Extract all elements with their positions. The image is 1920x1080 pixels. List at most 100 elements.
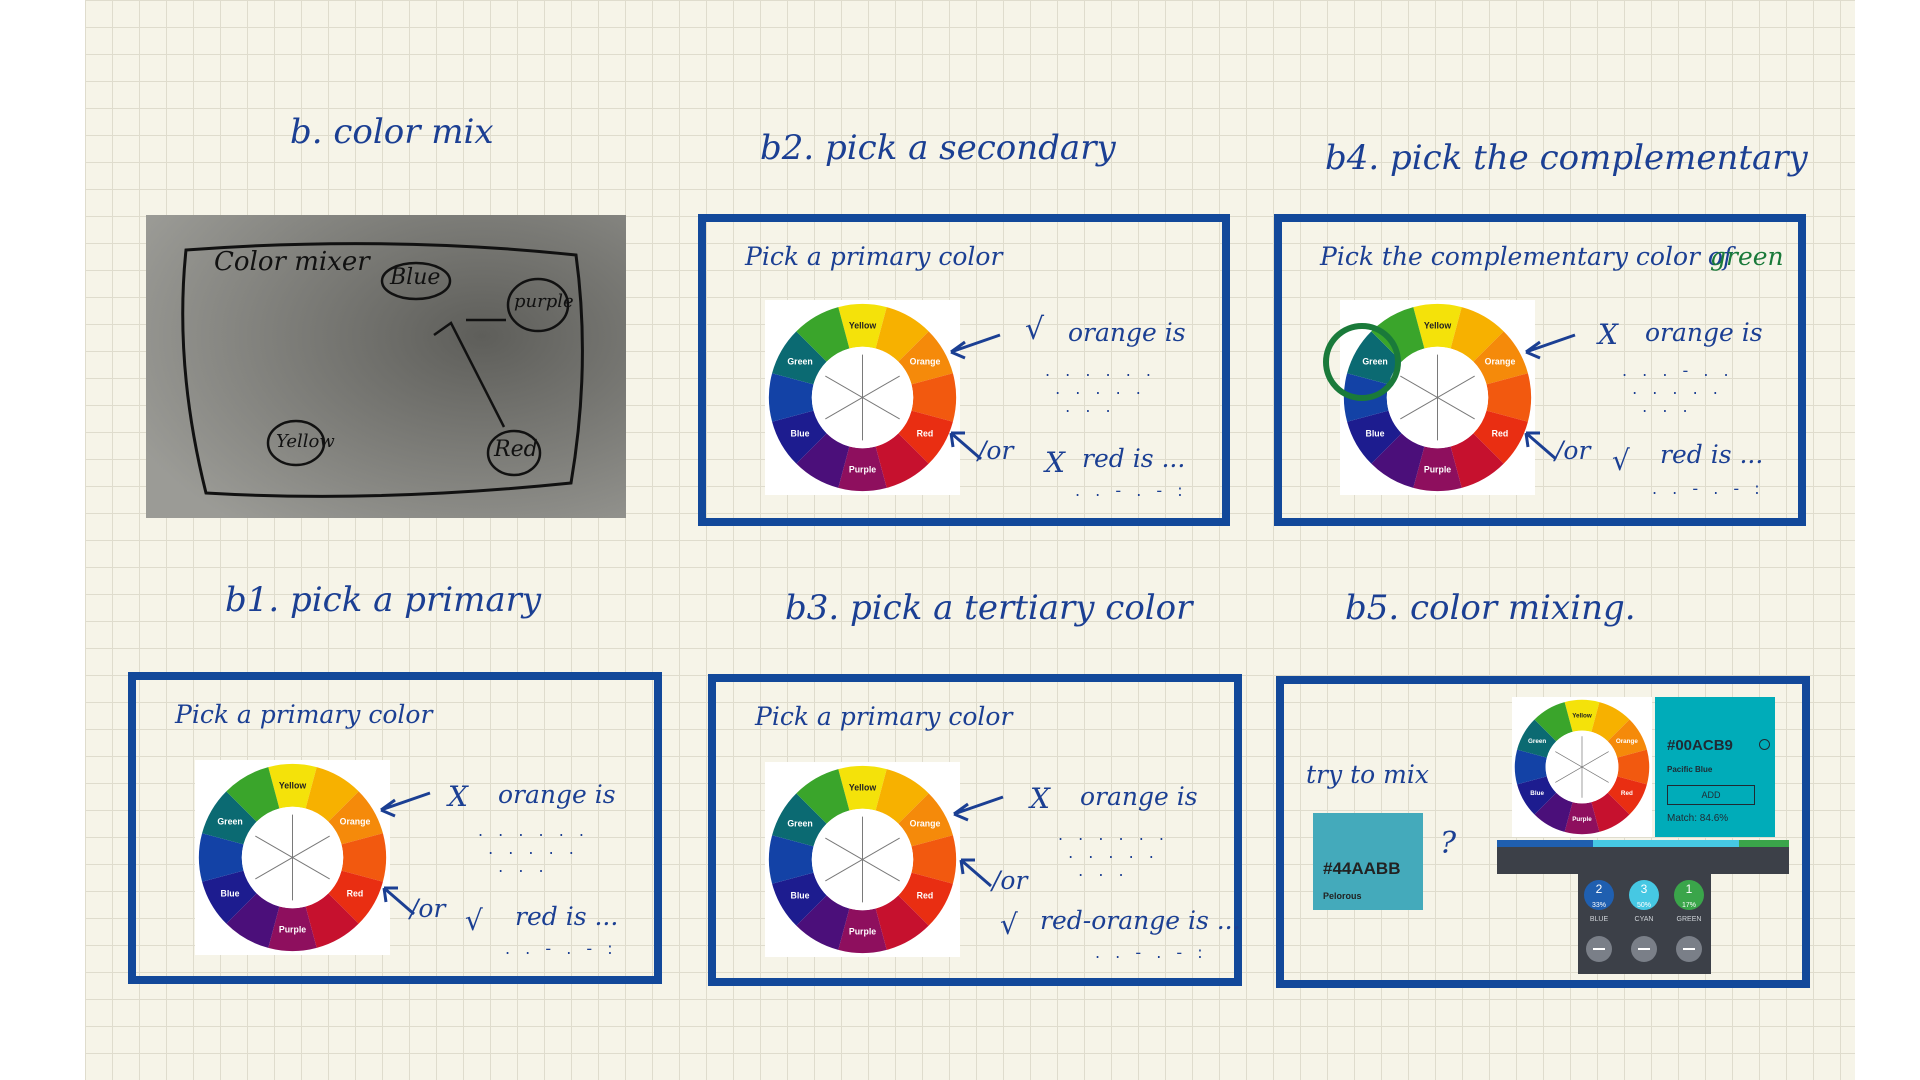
info-icon[interactable] <box>1759 739 1770 750</box>
wheel-label: Red <box>1621 790 1633 797</box>
sketch-blue: Blue <box>390 265 441 290</box>
b2-prompt: Pick a primary color <box>745 242 1003 271</box>
b2-check-mark: √ <box>1025 312 1045 347</box>
wheel-segment <box>1517 776 1557 815</box>
wheel-segment <box>796 433 850 488</box>
wheel-segment <box>772 872 827 926</box>
minus-cyan-button[interactable] <box>1631 936 1657 962</box>
wheel-segment <box>768 373 814 422</box>
wheel-segment <box>1486 373 1532 422</box>
b1-option-orange: orange is <box>498 780 616 809</box>
b5-mix-bar <box>1497 840 1789 874</box>
wheel-segment <box>1564 802 1600 835</box>
b4-prompt: Pick the complementary color of <box>1320 242 1733 271</box>
wheel-segment <box>1564 699 1600 732</box>
b3-check-mark: √ <box>1000 908 1018 941</box>
b5-mix-bar-blue <box>1497 840 1593 847</box>
wheel-label: Green <box>1528 738 1546 745</box>
wheel-segment <box>1450 307 1504 362</box>
b3-option-orange: orange is <box>1080 782 1198 811</box>
b5-result-card: #00ACB9 Pacific Blue ADD Match: 84.6% <box>1655 697 1775 837</box>
wheel-label: Blue <box>221 889 240 899</box>
b4-option-orange: orange is <box>1645 318 1763 347</box>
wheel-label: Red <box>917 891 934 901</box>
wheel-axis-line <box>255 835 330 880</box>
wheel-segment <box>1347 410 1402 464</box>
wheel-segment <box>898 331 953 385</box>
wheel-label: Yellow <box>279 780 306 790</box>
sketch-purple: purple <box>514 291 574 312</box>
wheel-segment <box>1413 303 1462 349</box>
wheel-label: Red <box>347 889 364 899</box>
wheel-segment <box>226 893 280 948</box>
wheel-segment <box>1607 776 1647 815</box>
wheel-segment <box>796 895 850 950</box>
wheel-label: Purple <box>849 465 876 475</box>
wheel-label: Orange <box>910 356 941 366</box>
wheel-label: Yellow <box>849 782 876 792</box>
b1-arrow-bottom <box>382 886 415 916</box>
wheel-segment <box>202 870 257 924</box>
b4-or: /or <box>1555 436 1591 465</box>
wheel-axis-line <box>825 837 900 882</box>
wheel-segment <box>838 446 887 492</box>
wheel-segment <box>772 331 827 385</box>
title-b1: b1. pick a primary <box>225 580 542 620</box>
sketch-drawing <box>146 215 626 518</box>
wheel-label: Blue <box>1366 429 1385 439</box>
minus-blue-button[interactable] <box>1586 936 1612 962</box>
wheel-segment <box>911 835 957 884</box>
b2-arrow-top <box>950 333 1001 360</box>
b1-or: /or <box>410 894 446 923</box>
wheel-segment <box>1413 446 1462 492</box>
b5-swatch-pelorous[interactable]: #44AABB Pelorous <box>1313 813 1423 910</box>
wheel-label: Red <box>917 429 934 439</box>
b4-option-red: red is ... <box>1660 440 1764 469</box>
wheel-segment <box>1534 792 1573 832</box>
b2-arrow-bottom <box>949 431 982 461</box>
b1-option-red: red is ... <box>515 902 619 931</box>
b2-scribble: . . . . . . . . . . . . . . <box>1045 361 1156 416</box>
add-button[interactable]: ADD <box>1667 785 1755 805</box>
b1-scribble-2: . . - . - : <box>505 939 618 958</box>
wheel-segment <box>202 791 257 845</box>
panel-b2 <box>698 214 1230 526</box>
wheel-segment <box>305 893 359 948</box>
wheel-segment <box>875 895 929 950</box>
minus-green-button[interactable] <box>1676 936 1702 962</box>
wheel-segment <box>1371 433 1425 488</box>
b1-x-mark: X <box>448 780 468 813</box>
b5-mix-bar-cyan <box>1593 840 1739 847</box>
b1-prompt: Pick a primary color <box>175 700 433 729</box>
wheel-label: Blue <box>1530 790 1544 797</box>
wheel-segment <box>1450 433 1504 488</box>
wheel-segment <box>1371 307 1425 362</box>
wheel-label: Orange <box>340 816 371 826</box>
wheel-segment <box>1591 792 1630 832</box>
wheel-label: Blue <box>791 891 810 901</box>
wheel-segment <box>1617 749 1650 785</box>
panel-b3 <box>708 674 1242 986</box>
panel-b1 <box>128 672 662 984</box>
wheel-segment <box>341 833 387 882</box>
b3-arrow-bottom <box>959 858 992 888</box>
wheel-segment <box>772 793 827 847</box>
wheel-label: Green <box>787 818 812 828</box>
wheel-segment <box>1473 410 1528 464</box>
wheel-segment <box>1347 331 1402 385</box>
wheel-axis-line <box>1555 751 1609 783</box>
chip-label-cyan: CYAN <box>1634 916 1654 923</box>
title-b4: b4. pick the complementary <box>1325 138 1808 178</box>
b1-check-mark: √ <box>465 904 483 937</box>
wheel-label: Green <box>1362 356 1387 366</box>
wheel-segment <box>911 373 957 422</box>
wheel-label: Orange <box>910 818 941 828</box>
wheel-segment <box>1517 719 1557 758</box>
b1-arrow-top <box>380 791 431 818</box>
b3-arrow-top <box>953 795 1004 822</box>
b5-result-name: Pacific Blue <box>1667 765 1713 774</box>
